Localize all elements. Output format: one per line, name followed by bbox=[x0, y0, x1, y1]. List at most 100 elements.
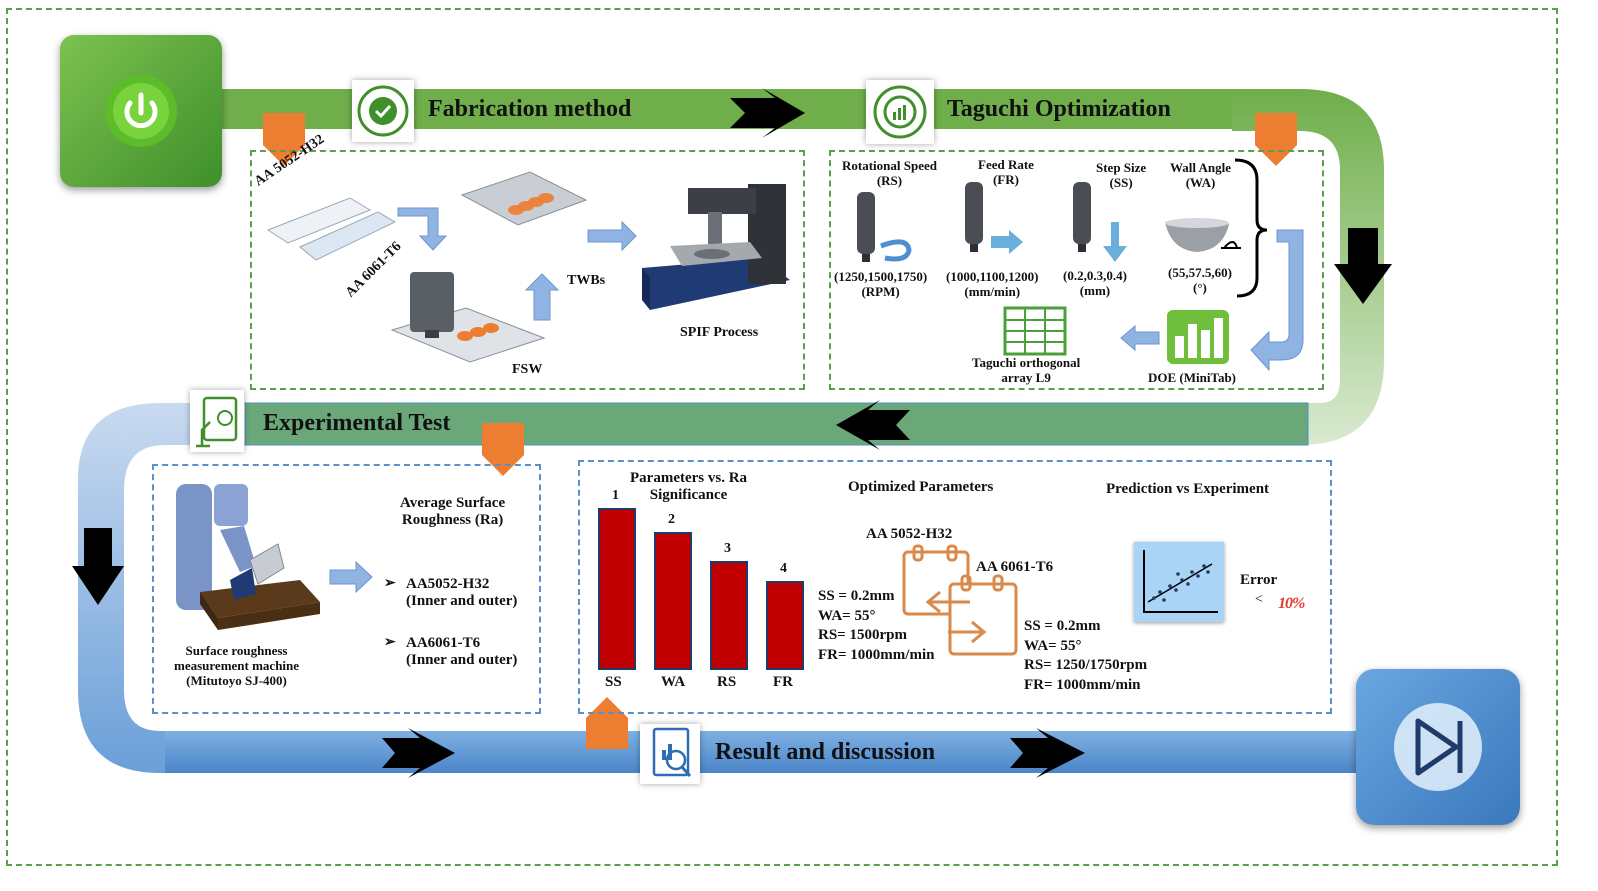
feed-arrow bbox=[991, 230, 1023, 254]
opt-set-1: SS = 0.2mm WA= 55° RS= 1500rpm FR= 1000m… bbox=[818, 587, 934, 665]
chart-rank-label: 1 bbox=[612, 488, 619, 503]
clipboard-microscope-icon bbox=[196, 396, 238, 448]
chart-category-label: WA bbox=[661, 674, 686, 690]
tool-rs bbox=[857, 192, 875, 254]
arrow-up-twbs bbox=[524, 273, 560, 321]
power-icon bbox=[105, 75, 177, 147]
calendar-swap-icon bbox=[902, 544, 1018, 656]
error-lt: < bbox=[1255, 592, 1263, 607]
arrow-right-bottom-1 bbox=[382, 728, 455, 778]
values-ss: (0.2,0.3,0.4)(mm) bbox=[1063, 268, 1127, 298]
experimental-stage-icon bbox=[190, 390, 244, 452]
taguchi-stage-icon bbox=[866, 80, 934, 144]
opt-set-2: SS = 0.2mm WA= 55° RS= 1250/1750rpm FR= … bbox=[1024, 617, 1147, 695]
values-fr: (1000,1100,1200)(mm/min) bbox=[946, 269, 1039, 299]
tool-ss bbox=[1073, 182, 1091, 244]
arrow-right-bottom-2 bbox=[1010, 728, 1085, 778]
start-button[interactable] bbox=[60, 35, 222, 187]
opt-aa5052: AA 5052-H32 bbox=[866, 526, 953, 542]
plate-aa6061 bbox=[299, 211, 397, 261]
arrow-down-right bbox=[1334, 228, 1392, 304]
opt-title: Optimized Parameters bbox=[848, 479, 994, 495]
fabrication-illustration bbox=[266, 171, 790, 363]
fabrication-stage-icon bbox=[352, 80, 414, 142]
bullet-1-marker: ➢ bbox=[384, 576, 396, 591]
label-wa: Wall Angle(WA) bbox=[1170, 160, 1232, 190]
error-label: Error bbox=[1240, 572, 1278, 588]
arrow-down-left bbox=[72, 528, 124, 605]
set2-rs: RS= 1250/1750rpm bbox=[1024, 657, 1148, 673]
outer-frame bbox=[6, 8, 1558, 866]
chart-bar-wa bbox=[654, 532, 692, 670]
chart-category-label: FR bbox=[773, 674, 793, 690]
gear-chart-icon bbox=[873, 85, 927, 139]
taguchi-tools bbox=[857, 158, 1304, 372]
end-button[interactable] bbox=[1356, 669, 1520, 825]
taguchi-panel bbox=[829, 150, 1324, 390]
scatter-plot-icon bbox=[1134, 542, 1224, 622]
roughness-machine-illustration bbox=[176, 484, 320, 630]
label-twbs: TWBs bbox=[567, 273, 606, 288]
list-item-aa5052: AA5052-H32(Inner and outer) bbox=[406, 576, 518, 610]
report-magnifier-icon bbox=[652, 727, 692, 777]
blue-band bbox=[165, 731, 1360, 773]
chart-rank-label: 4 bbox=[780, 560, 787, 576]
arrow-to-fsw bbox=[397, 207, 448, 251]
chart-bar-ss bbox=[598, 508, 636, 670]
label-ss: Step Size(SS) bbox=[1096, 160, 1147, 190]
set1-wa: WA= 55° bbox=[818, 607, 876, 624]
blue-curve bbox=[78, 403, 245, 773]
set1-ss: SS = 0.2mm bbox=[818, 588, 895, 604]
set2-fr: FR= 1000mm/min bbox=[1024, 676, 1141, 693]
result-stage-icon bbox=[640, 724, 700, 784]
label-fsw: FSW bbox=[512, 362, 543, 377]
label-fr: Feed Rate(FR) bbox=[978, 157, 1034, 187]
bullet-2-marker: ➢ bbox=[384, 635, 396, 650]
skip-forward-icon bbox=[1394, 703, 1482, 791]
stage-title-taguchi: Taguchi Optimization bbox=[947, 96, 1171, 122]
list-item-aa6061: AA6061-T6(Inner and outer) bbox=[406, 635, 518, 669]
spif-head bbox=[688, 188, 756, 214]
rotation-arrow bbox=[880, 239, 912, 262]
marker-result bbox=[586, 697, 628, 749]
chart-rank-label: 3 bbox=[724, 540, 731, 556]
values-rs: (1250,1500,1750)(RPM) bbox=[834, 269, 928, 299]
twb-plate bbox=[460, 171, 588, 226]
chart-category-label: SS bbox=[605, 674, 622, 690]
marker-experimental bbox=[482, 423, 524, 476]
experimental-panel bbox=[152, 464, 541, 714]
set2-wa: WA= 55° bbox=[1024, 637, 1082, 654]
green-curve bbox=[1232, 89, 1384, 445]
set1-fr: FR= 1000mm/min bbox=[818, 646, 935, 663]
step-arrow bbox=[1103, 222, 1127, 262]
set1-rs: RS= 1500rpm bbox=[818, 627, 907, 643]
arrow-left-middle bbox=[836, 400, 910, 450]
error-value: 10% bbox=[1278, 595, 1305, 612]
arrow-to-doe bbox=[1250, 229, 1304, 372]
stage-title-result: Result and discussion bbox=[715, 739, 936, 765]
tool-fr bbox=[965, 182, 983, 244]
marker-taguchi bbox=[1255, 113, 1297, 166]
bar-chart-icon bbox=[1167, 310, 1229, 364]
label-spif: SPIF Process bbox=[680, 325, 759, 340]
arrow-machine-to-ra bbox=[329, 560, 373, 594]
plate-aa5052 bbox=[266, 197, 372, 244]
chart-bar-rs bbox=[710, 560, 748, 670]
fabrication-panel bbox=[250, 150, 805, 390]
brace bbox=[1234, 158, 1268, 298]
opt-aa6061: AA 6061-T6 bbox=[976, 559, 1054, 575]
spreadsheet-icon bbox=[1003, 306, 1067, 356]
stage-title-fabrication: Fabrication method bbox=[428, 96, 632, 122]
pred-title: Prediction vs Experiment bbox=[1106, 481, 1270, 497]
set2-ss: SS = 0.2mm bbox=[1024, 618, 1101, 634]
teal-band bbox=[244, 402, 1309, 446]
chart-category-label: RS bbox=[717, 674, 737, 690]
stage-title-experimental: Experimental Test bbox=[263, 410, 451, 436]
fsw-tool bbox=[410, 272, 454, 332]
arrow-to-array bbox=[1120, 324, 1160, 352]
